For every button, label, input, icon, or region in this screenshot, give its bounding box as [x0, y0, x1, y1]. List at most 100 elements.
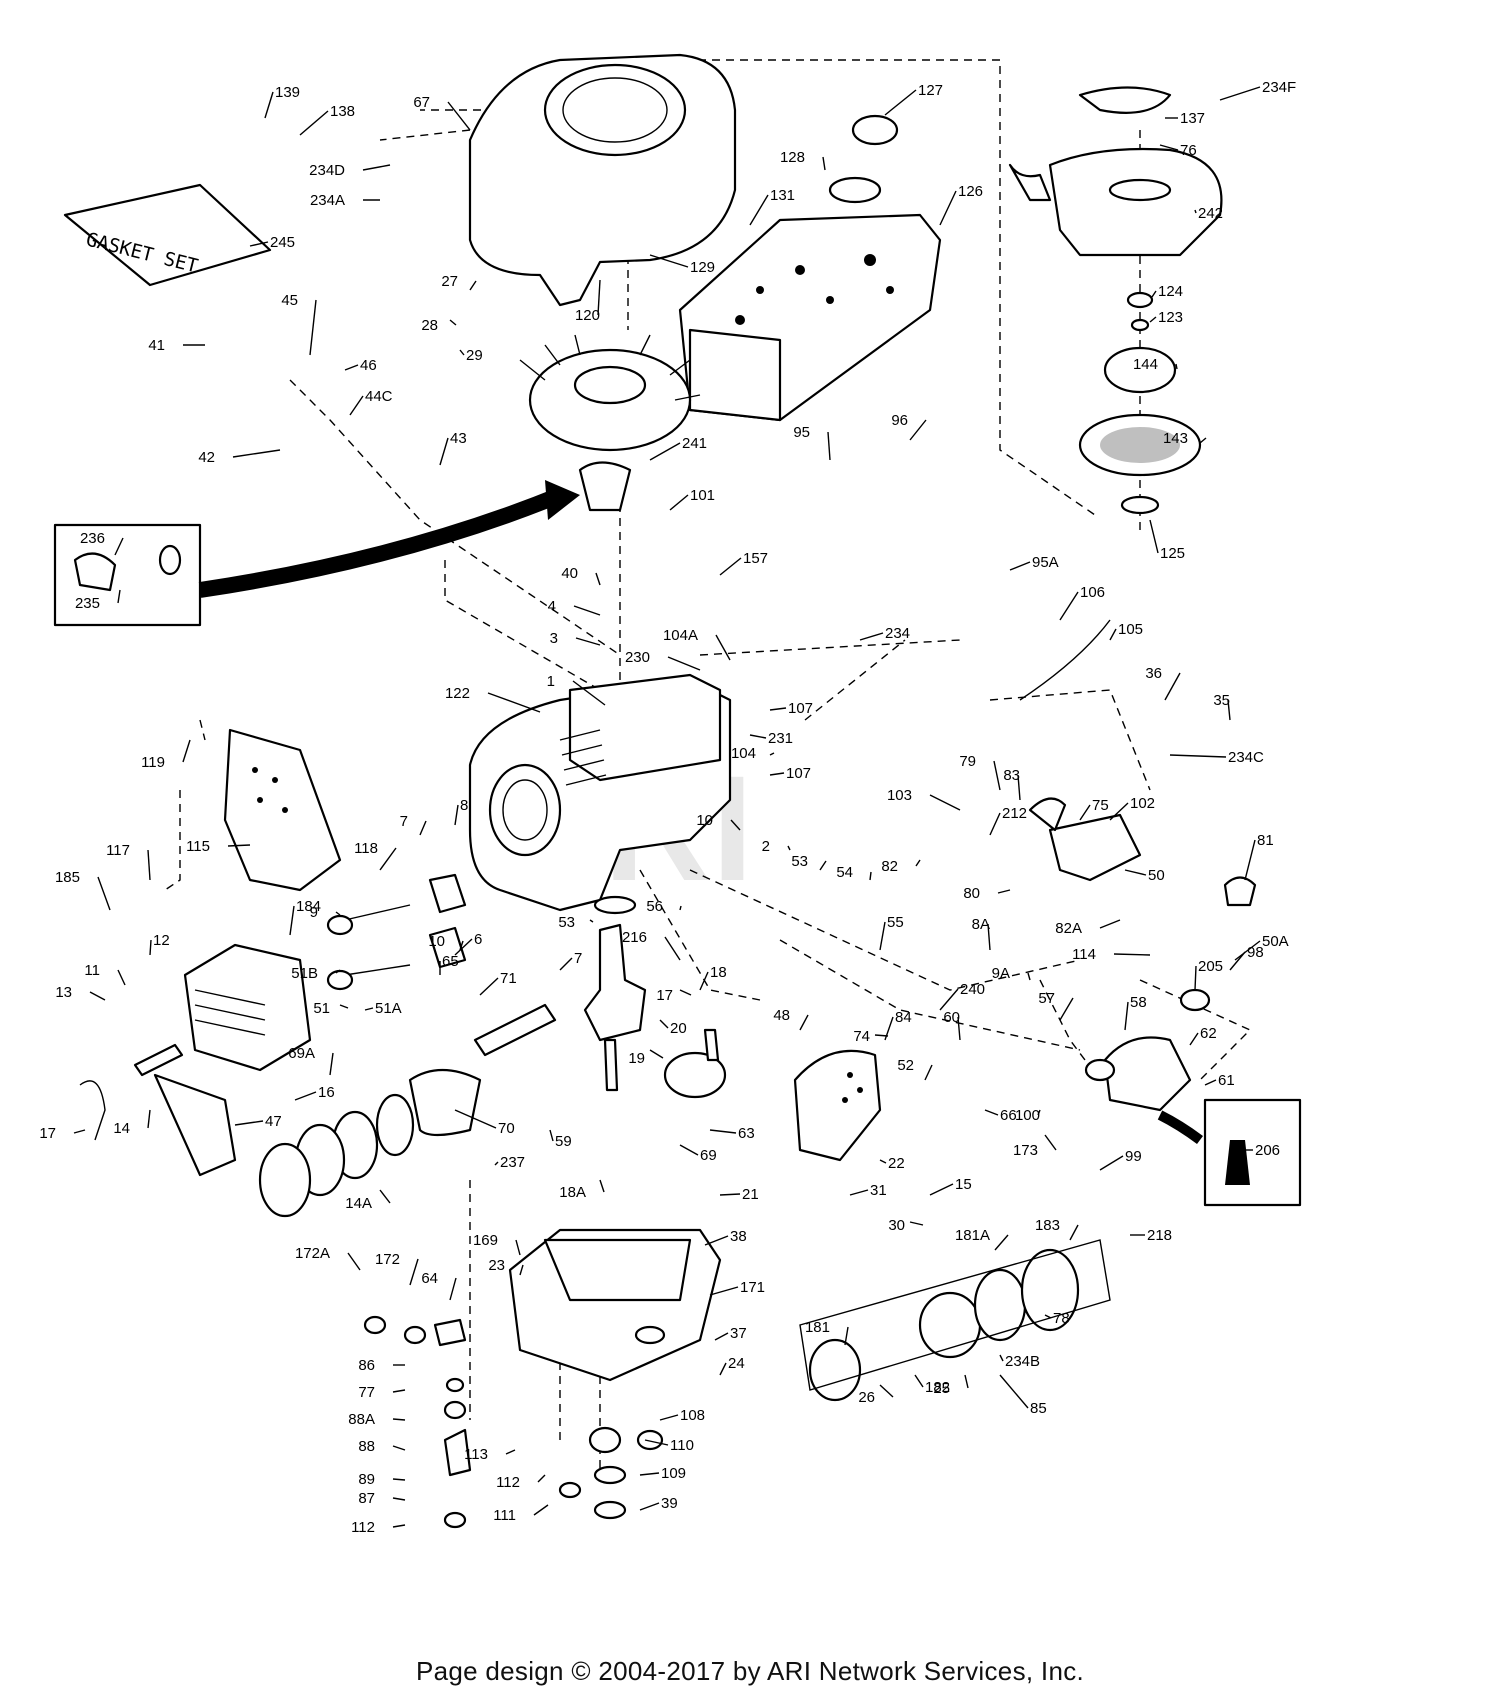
callout-leader	[519, 1264, 524, 1276]
callout-leader	[339, 1004, 349, 1009]
part-callout-85: 85	[1030, 1400, 1047, 1417]
part-callout-80: 80	[963, 885, 980, 902]
part-callout-3: 3	[550, 630, 558, 647]
part-callout-127: 127	[918, 82, 943, 99]
callout-leader	[117, 589, 121, 604]
part-callout-26: 26	[858, 1389, 875, 1406]
callout-leader	[182, 739, 191, 763]
part-callout-6: 6	[474, 931, 482, 948]
part-callout-8: 8	[460, 797, 468, 814]
part-callout-181: 181	[805, 1319, 830, 1336]
part-callout-172: 172	[375, 1251, 400, 1268]
governor-and-linkage	[1019, 619, 1257, 907]
callout-leader	[849, 1189, 869, 1196]
part-callout-17: 17	[656, 987, 673, 1004]
callout-leader	[719, 1193, 741, 1196]
part-callout-109: 109	[661, 1465, 686, 1482]
part-callout-172a: 172A	[295, 1245, 330, 1262]
seals-and-bearings	[558, 1426, 664, 1520]
callout-leader	[1227, 699, 1231, 721]
callout-leader	[1069, 1224, 1079, 1241]
callout-leader	[1169, 754, 1227, 758]
callout-leader	[439, 437, 449, 466]
callout-leader	[227, 844, 251, 847]
cylinder-block	[468, 673, 732, 912]
part-callout-139: 139	[275, 84, 300, 101]
part-callout-88a: 88A	[348, 1411, 375, 1428]
part-callout-112: 112	[496, 1474, 520, 1491]
callout-leader	[1009, 561, 1031, 571]
part-callout-104a: 104A	[663, 627, 698, 644]
part-callout-95: 95	[793, 424, 810, 441]
part-callout-78: 78	[1053, 1310, 1070, 1327]
part-callout-235: 235	[75, 595, 100, 612]
callout-leader	[459, 349, 465, 356]
callout-leader	[714, 1332, 729, 1341]
callout-leader	[987, 923, 991, 951]
part-callout-50a: 50A	[1262, 933, 1289, 950]
part-callout-234a: 234A	[310, 192, 345, 209]
callout-leader	[599, 1179, 605, 1193]
callout-leader	[999, 1354, 1004, 1362]
callout-leader	[419, 820, 427, 836]
callout-leader	[659, 1414, 679, 1421]
part-callout-185: 185	[55, 869, 80, 886]
callout-leader	[459, 940, 464, 951]
part-callout-77: 77	[358, 1384, 375, 1401]
part-callout-55: 55	[887, 914, 904, 931]
callout-leader	[769, 752, 775, 756]
callout-leader	[234, 1120, 264, 1126]
callout-leader	[249, 241, 269, 247]
part-callout-234f: 234F	[1262, 79, 1296, 96]
callout-leader	[859, 632, 884, 641]
part-callout-39: 39	[661, 1495, 678, 1512]
spark-plug-and-wire	[79, 1043, 237, 1177]
callout-leader	[97, 876, 111, 911]
callout-leader	[994, 1234, 1009, 1251]
part-callout-81: 81	[1257, 832, 1274, 849]
callout-leader	[344, 364, 359, 371]
part-callout-205: 205	[1198, 958, 1223, 975]
part-callout-66: 66	[1000, 1107, 1017, 1124]
callout-leader	[392, 1445, 406, 1451]
callout-leader	[819, 860, 827, 871]
breather-and-shield	[223, 728, 342, 892]
part-callout-4: 4	[548, 598, 556, 615]
part-callout-7: 7	[400, 813, 408, 830]
part-callout-31: 31	[870, 1182, 887, 1199]
part-callout-61: 61	[1218, 1072, 1235, 1089]
callout-leader	[799, 1014, 809, 1031]
callout-leader	[299, 110, 329, 136]
part-callout-69: 69	[700, 1147, 717, 1164]
callout-leader	[915, 859, 921, 867]
callout-leader	[479, 977, 499, 996]
part-callout-57: 57	[1038, 990, 1055, 1007]
callout-leader	[1151, 290, 1157, 298]
callout-leader	[999, 1374, 1029, 1409]
callout-leader	[822, 156, 826, 171]
part-callout-79: 79	[959, 753, 976, 770]
part-callout-43: 43	[450, 430, 467, 447]
callout-leader	[595, 572, 601, 586]
callout-leader	[1059, 997, 1074, 1021]
callout-leader	[664, 936, 681, 961]
callout-leader	[597, 279, 601, 316]
callout-leader	[1017, 774, 1021, 801]
part-callout-110: 110	[670, 1437, 694, 1454]
callout-leader	[669, 494, 689, 511]
callout-leader	[1113, 953, 1151, 956]
part-callout-100: 100	[1015, 1107, 1040, 1124]
part-callout-240: 240	[960, 981, 985, 998]
callout-leader	[914, 1374, 924, 1388]
part-callout-124: 124	[1158, 283, 1183, 300]
part-callout-234: 234	[885, 625, 910, 642]
callout-leader	[939, 988, 959, 1011]
callout-leader	[719, 557, 742, 576]
callout-leader	[515, 1239, 521, 1256]
muffler	[793, 1049, 882, 1162]
callout-leader	[749, 734, 767, 739]
part-callout-63: 63	[738, 1125, 755, 1142]
part-callout-23: 23	[488, 1257, 505, 1274]
part-callout-59: 59	[555, 1133, 572, 1150]
callout-leader	[392, 1524, 406, 1528]
